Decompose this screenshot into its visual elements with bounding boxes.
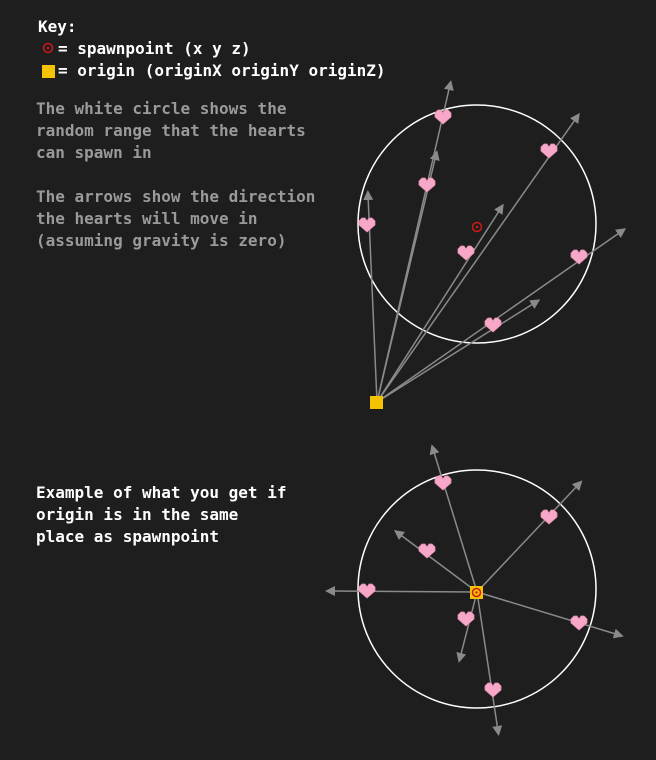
note-circle-line-2: random range that the hearts <box>36 121 306 140</box>
heart-particle <box>358 583 376 599</box>
heart-particle <box>540 143 558 159</box>
spawn-range-circle-2 <box>357 469 597 709</box>
direction-arrow <box>376 299 541 403</box>
direction-arrow <box>456 591 478 663</box>
diagram-same-origin <box>325 444 624 736</box>
direction-arrow <box>476 591 624 639</box>
origin-marker <box>370 396 383 409</box>
direction-arrow <box>429 444 478 593</box>
direction-arrow <box>476 480 583 593</box>
direction-arrow <box>376 203 504 403</box>
heart-particle <box>484 682 502 698</box>
example-line-2: origin is in the same <box>36 505 239 524</box>
spawnpoint-marker <box>471 221 483 233</box>
heart-particle <box>418 177 436 193</box>
example-line-3: place as spawnpoint <box>36 527 220 546</box>
direction-arrow <box>325 586 478 597</box>
note-arrow-line-1: The arrows show the direction <box>36 187 316 206</box>
heart-particle <box>358 217 376 233</box>
heart-particle <box>570 249 588 265</box>
heart-particle <box>570 615 588 631</box>
key-origin-label: = origin (originX originY originZ) <box>58 61 386 80</box>
direction-arrow <box>376 112 580 403</box>
direction-arrow <box>476 591 503 736</box>
spawn-range-circle <box>357 104 597 344</box>
note-arrow-line-2: the hearts will move in <box>36 209 258 228</box>
heart-particle <box>457 245 475 261</box>
example-line-1: Example of what you get if <box>36 483 287 502</box>
diagram-offset-origin <box>357 80 627 409</box>
heart-particle <box>457 611 475 627</box>
spawnpoint-marker-2 <box>471 587 482 598</box>
heart-particle <box>418 543 436 559</box>
direction-arrow <box>376 150 440 403</box>
key-spawnpoint-label: = spawnpoint (x y z) <box>58 39 251 58</box>
key-title: Key: <box>38 17 77 36</box>
note-circle-line-1: The white circle shows the <box>36 99 287 118</box>
heart-particle <box>484 317 502 333</box>
note-arrow-line-3: (assuming gravity is zero) <box>36 231 287 250</box>
note-circle-line-3: can spawn in <box>36 143 152 162</box>
heart-particle <box>434 475 452 491</box>
direction-arrow <box>393 530 478 593</box>
